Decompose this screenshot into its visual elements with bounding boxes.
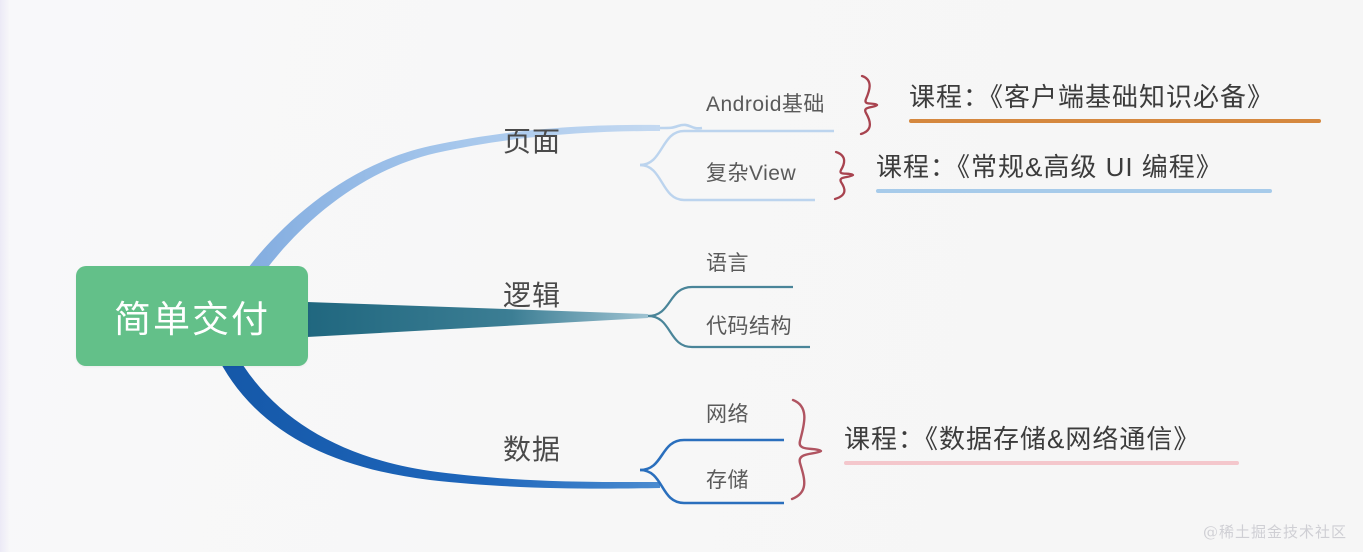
branch-label-logic[interactable]: 逻辑 (503, 280, 562, 311)
leafline-android (659, 123, 703, 130)
fork-data-upper (639, 438, 784, 472)
course-underline-ui-programming (876, 188, 1272, 193)
leaf-label-android-basics[interactable]: Android基础 (706, 93, 825, 116)
leaf-label-storage[interactable]: 存储 (706, 469, 749, 492)
trunk-page (215, 124, 660, 322)
course-callout-ui-programming[interactable]: 课程：《常规&高级 UI 编程》 (876, 152, 1272, 193)
leaf-label-language[interactable]: 语言 (706, 252, 749, 275)
leaf-label-network[interactable]: 网络 (706, 403, 749, 426)
watermark: @稀土掘金技术社区 (1202, 523, 1347, 541)
course-underline-data-network (844, 460, 1239, 465)
course-label-ui-programming: 课程：《常规&高级 UI 编程》 (876, 152, 1223, 182)
brace-course-2 (833, 150, 855, 201)
brace-course-1 (859, 74, 879, 136)
branch-label-data[interactable]: 数据 (503, 434, 562, 465)
course-underline-client-basics (909, 118, 1321, 123)
course-label-client-basics: 课程：《客户端基础知识必备》 (909, 82, 1275, 112)
fork-page-upper (639, 129, 834, 167)
leaf-label-complex-view[interactable]: 复杂View (706, 162, 797, 185)
brace-course-3 (790, 398, 823, 501)
course-callout-data-network[interactable]: 课程：《数据存储&网络通信》 (844, 424, 1239, 465)
trunk-data (215, 350, 660, 489)
center-node[interactable]: 简单交付 (76, 266, 308, 366)
trunk-logic (307, 302, 648, 337)
branch-label-page[interactable]: 页面 (503, 126, 562, 157)
fork-page-lower (639, 163, 815, 202)
course-label-data-network: 课程：《数据存储&网络通信》 (844, 424, 1201, 454)
center-node-label: 简单交付 (114, 299, 270, 340)
fork-logic-lower (647, 314, 810, 349)
course-callout-client-basics[interactable]: 课程：《客户端基础知识必备》 (909, 82, 1321, 123)
fork-logic-upper (647, 285, 793, 318)
fork-data-lower (639, 468, 784, 505)
leaf-label-code-structure[interactable]: 代码结构 (706, 315, 792, 338)
